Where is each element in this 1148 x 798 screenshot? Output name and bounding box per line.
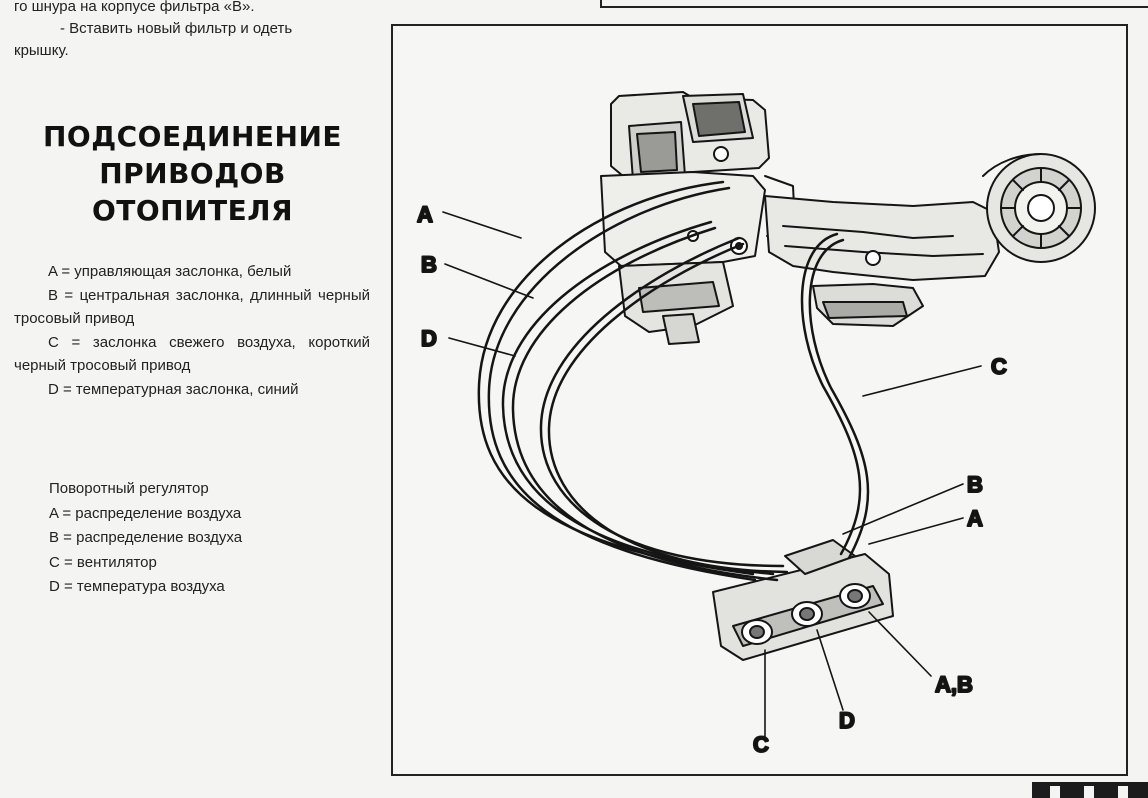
rotary-control-legend: Поворотный регулятор A = распределение в… — [49, 477, 369, 600]
control-cables — [477, 180, 870, 582]
blower-assembly — [764, 153, 1096, 327]
rotary-item-d: D = температура воздуха — [49, 578, 225, 595]
heading-line: ПОДСОЕДИНЕНИЕ — [42, 120, 343, 153]
callout-a-left: A — [417, 202, 433, 227]
previous-box-edge — [600, 0, 1148, 8]
heater-diagram: A B D C B A A,B D C — [391, 24, 1128, 776]
legend-item-b: B = центральная заслонка, длинный черный… — [14, 286, 370, 328]
intro-text: го шнура на корпусе фильтра «B». - Встав… — [14, 0, 374, 62]
callout-c-bottom: C — [753, 732, 769, 757]
callout-d-left: D — [421, 326, 437, 351]
rotary-title: Поворотный регулятор — [49, 480, 209, 497]
callout-d-bottom: D — [839, 708, 855, 733]
callout-b-left: B — [421, 252, 437, 277]
callout-ab-bottom: A,B — [935, 672, 973, 697]
rotary-control-panel — [712, 539, 894, 661]
intro-line: го шнура на корпусе фильтра «B». — [14, 0, 255, 15]
heading-line: ОТОПИТЕЛЯ — [91, 194, 294, 227]
page-corner-mark — [1032, 782, 1148, 798]
callout-b-right: B — [967, 472, 983, 497]
legend-item-d: D = температурная заслонка, синий — [48, 380, 299, 398]
callout-a-right: A — [967, 506, 983, 531]
callout-leaders — [442, 211, 982, 737]
heater-illustration: A B D C B A A,B D C — [416, 91, 1096, 758]
callout-c-right: C — [991, 354, 1007, 379]
heater-housing — [600, 91, 796, 345]
intro-line: - Вставить новый фильтр и одеть — [60, 20, 293, 37]
cable-legend: A = управляющая заслонка, белый B = цент… — [14, 260, 370, 401]
rotary-item-c: C = вентилятор — [49, 553, 157, 571]
legend-item-a: A = управляющая заслонка, белый — [48, 263, 292, 280]
intro-line: крышку. — [14, 42, 69, 59]
rotary-item-b: B = распределение воздуха — [49, 529, 243, 546]
rotary-item-a: A = распределение воздуха — [49, 504, 242, 522]
heading-line: ПРИВОДОВ — [99, 157, 286, 190]
section-heading: ПОДСОЕДИНЕНИЕ ПРИВОДОВ ОТОПИТЕЛЯ — [20, 118, 365, 229]
legend-item-c: C = заслонка свежего воздуха, короткий ч… — [14, 333, 370, 375]
